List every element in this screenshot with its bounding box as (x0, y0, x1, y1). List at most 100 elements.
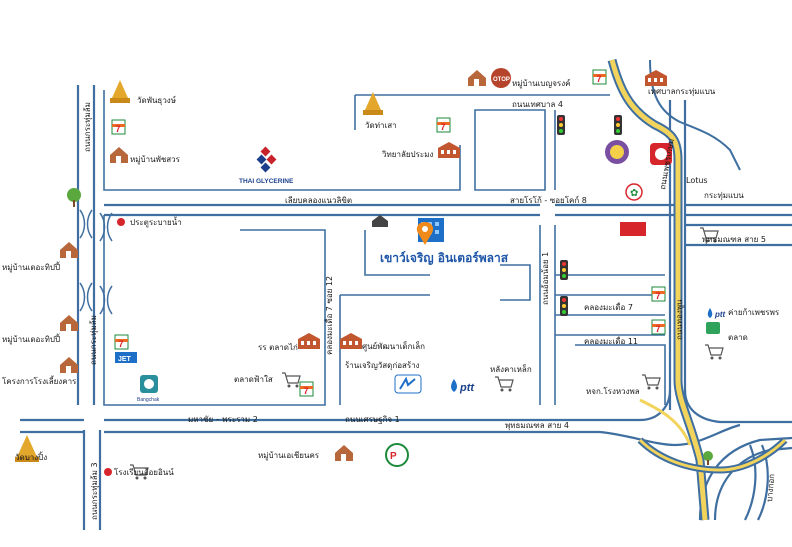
government-building-icon (645, 70, 667, 86)
label-rr-school: รร ตลาดไก่ (258, 343, 298, 352)
label-hospital: หจก.โรงหวงพล (586, 386, 640, 396)
seven-eleven-icon: 7 (299, 381, 314, 397)
svg-text:✿: ✿ (630, 188, 638, 199)
house-icon (468, 70, 486, 86)
label-rongrien: โรงเรียนอ้อยอินน์ (114, 467, 174, 477)
shopping-cart-icon (642, 374, 661, 390)
house-icon (372, 215, 388, 227)
block-a (474, 109, 546, 191)
road-network (20, 85, 792, 530)
shopping-cart-icon (130, 464, 149, 480)
label-sai-rot-kho: สายโรโก้ - ซอยโคก์ 8 (510, 195, 587, 205)
hardware-store-logo (394, 374, 422, 394)
label-wat-bang-ping: วัดบางปิ้ง (15, 451, 47, 462)
label-krathum3: ถนนกระทุ่มล้ม 3 (90, 462, 99, 520)
temple-icon (363, 92, 383, 115)
school-building-icon (438, 142, 460, 158)
thai-glycerine-label: THAI GLYCERINE (239, 178, 294, 185)
bangchak-logo: Bangchak (137, 375, 160, 403)
road-north-loop (103, 90, 461, 191)
traffic-light-icon (560, 260, 568, 280)
tree-icon (703, 451, 713, 465)
map-pin-icon (416, 222, 434, 245)
traffic-light-icon (560, 296, 568, 316)
seven-eleven-icon: 7 (436, 117, 451, 133)
shopping-cart-icon (495, 376, 514, 392)
label-sorng-phri: ถนนทองพูน (675, 299, 685, 340)
label-lotus: Lotus (686, 176, 708, 185)
label-village-north: หมู่บ้านพัชสวร (130, 155, 181, 165)
label-khlong-vert: คลองมะเดื่อ 7 ซอย 12 (323, 276, 334, 355)
label-village-west2: หมู่บ้านเดอะทิปปี้ (2, 333, 60, 345)
pt-logo: P (385, 443, 409, 467)
label-thesaban-office: เทศบาลกระทุ่มแบน (648, 87, 716, 96)
bank-logo-icon: ✿ (625, 183, 643, 201)
label-kaeng-market: ค่ายก้าเพชรพร (728, 308, 780, 317)
label-mahachai: มหาชัย – พระราม 2 (188, 415, 258, 424)
svg-text:P: P (390, 451, 397, 462)
svg-text:7: 7 (441, 122, 446, 132)
svg-text:7: 7 (656, 291, 661, 301)
label-village-aoi: หมู่บ้านเอเชียนคร (258, 451, 320, 461)
tree-icon (67, 188, 81, 207)
svg-text:JET: JET (118, 356, 132, 363)
label-khlong11: คลองมะเดื่อ 11 (584, 335, 638, 346)
label-khlong7: คลองมะเดื่อ 7 (584, 301, 633, 312)
svg-text:ptt: ptt (714, 310, 726, 319)
svg-text:ptt: ptt (459, 382, 475, 394)
seven-eleven-icon: 7 (592, 69, 607, 85)
location-dot (104, 468, 112, 476)
municipal-seal-icon (605, 140, 629, 164)
label-om-noi1: ถนนอ้อมน้อย 1 (541, 252, 550, 305)
label-market: ตลาดฟ้าใส (234, 375, 273, 384)
bridges (79, 209, 113, 315)
location-dot (117, 218, 125, 226)
label-factory: โครงการโรงเลี้ยงคาร (2, 375, 77, 386)
shopping-cart-icon (700, 227, 719, 243)
temple-icon (15, 435, 39, 462)
label-bangkok: บางกอก (765, 473, 776, 502)
destination-marker[interactable] (416, 218, 444, 245)
label-liap-khlong: เลียบคลองแนวลิขิต (285, 196, 352, 205)
label-road-thesaban4: ถนนเทศบาล 4 (512, 100, 563, 109)
label-wat-tha-sao: วัดท่าเสา (365, 121, 397, 130)
shopping-cart-icon (282, 372, 301, 388)
label-village-west1: หมู่บ้านเดอะทิปปี้ (2, 261, 60, 273)
svg-text:7: 7 (656, 324, 661, 334)
house-icon (60, 242, 78, 258)
svg-text:7: 7 (597, 74, 602, 84)
gas-station-icon (706, 322, 720, 334)
svg-text:7: 7 (119, 339, 124, 349)
label-phutthamonthon5: พุทธมณฑล สาย 5 (702, 235, 766, 244)
label-phutthamonthon4: พุทธมณฑล สาย 4 (505, 421, 569, 430)
house-icon (60, 357, 78, 373)
red-bank-logo-icon (620, 222, 646, 236)
house-icon (110, 147, 128, 163)
label-village-benja: หมู่บ้านเบญจรงค์ (512, 78, 570, 89)
ptt-logo: ptt (707, 308, 726, 319)
highway-yellow (607, 58, 788, 521)
svg-text:7: 7 (116, 124, 121, 134)
label-lotus-branch: กระทุ่มแบน (704, 191, 744, 200)
traffic-light-icon (557, 115, 565, 135)
house-icon (335, 445, 353, 461)
house-icon (60, 315, 78, 331)
thai-post-icon (650, 143, 672, 165)
label-hardware: ร้านเจริญวัสดุก่อสร้าง (345, 361, 420, 370)
seven-eleven-icon: 7 (651, 319, 666, 335)
seven-eleven-icon: 7 (111, 119, 126, 135)
school-building-icon (340, 333, 362, 349)
seven-eleven-icon: 7 (651, 286, 666, 302)
label-setthakit1: ถนนเศรษฐกิจ 1 (345, 415, 400, 424)
svg-text:Bangchak: Bangchak (137, 397, 160, 403)
traffic-light-icon (614, 115, 622, 135)
label-pracha-uthit: ประตูระบายน้ำ (130, 216, 182, 228)
label-krathum-lower: ถนนกระทุ่มล้ม (89, 315, 98, 365)
school-building-icon (298, 333, 320, 349)
label-krathum-left: ถนนกระทุ่มล้ม (83, 102, 92, 152)
svg-text:OTOP: OTOP (493, 77, 510, 83)
temple-icon (110, 80, 130, 103)
svg-text:7: 7 (304, 386, 309, 396)
thai-glycerine-logo: THAI GLYCERINE (239, 146, 294, 185)
